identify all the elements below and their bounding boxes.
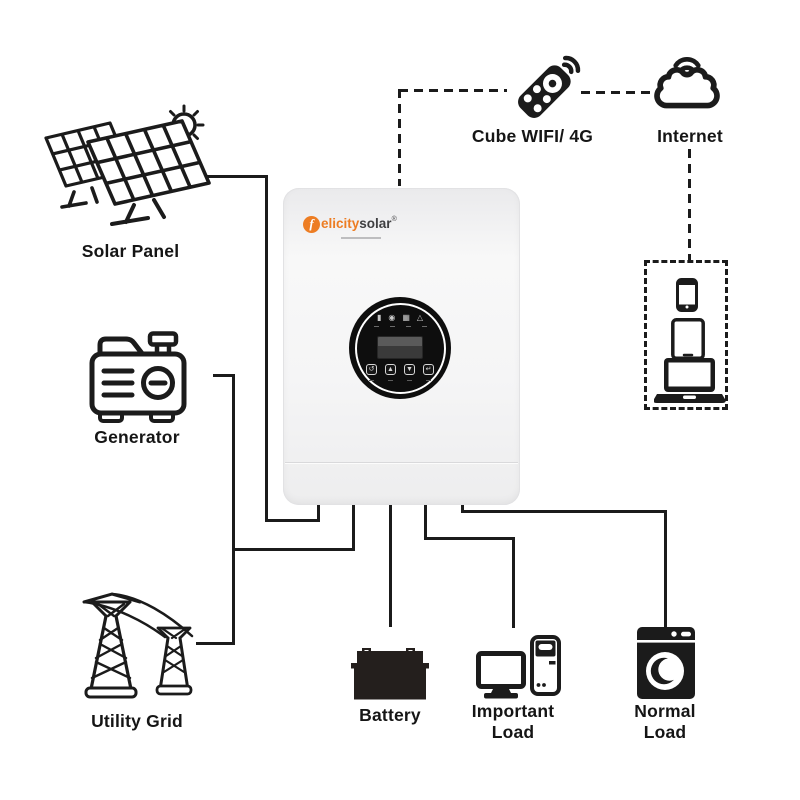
important-load-line1: Important <box>471 701 555 721</box>
connector-solar-h2 <box>265 519 320 522</box>
connector-battery-v <box>389 504 392 627</box>
cube-wifi-label: Cube WIFI/ 4G <box>471 126 594 146</box>
connector-generator-h <box>213 374 235 377</box>
battery-icon <box>351 648 429 700</box>
normal-load-line2: Load <box>643 722 687 742</box>
remote-wifi-icon <box>518 55 581 118</box>
generator-label: Generator <box>94 427 180 447</box>
tablet-icon <box>671 318 705 360</box>
connector-ac-h <box>232 548 355 551</box>
connector-normal-stub <box>461 504 464 513</box>
washing-machine-icon <box>637 627 695 699</box>
lcd-screen <box>377 336 423 359</box>
battery-indicator-icon: ▮ <box>376 313 382 322</box>
connector-important-stub <box>424 504 427 540</box>
status-indicator-icon: ◉ <box>388 313 396 322</box>
brand-second: solar <box>359 216 392 231</box>
normal-load-label: Normal Load <box>605 701 725 743</box>
dashed-wifi-down <box>398 89 401 186</box>
up-button: ▲ <box>385 364 396 375</box>
grid-indicator-icon: ▦ <box>402 313 410 322</box>
dashed-wifi-left <box>399 89 507 92</box>
solar-panel-label: Solar Panel <box>81 241 180 261</box>
connector-grid-h <box>196 642 235 645</box>
pc-tower-icon <box>530 635 561 696</box>
dashed-wifi-internet <box>581 91 652 94</box>
down-button: ▼ <box>404 364 415 375</box>
connector-solar-stub <box>317 504 320 522</box>
button-row: ↺ ▲ ▼ ↵ <box>350 364 450 375</box>
connector-important-v <box>512 537 515 628</box>
connector-normal-v <box>664 510 667 628</box>
inverter-seam <box>285 462 518 463</box>
brand-disc-icon: f <box>303 216 320 233</box>
normal-load-line1: Normal <box>634 701 696 721</box>
esc-button: ↺ <box>366 364 377 375</box>
control-panel: ▮ ◉ ▦ △ ↺ ▲ ▼ ↵ <box>350 298 450 398</box>
inverter-seam-highlight <box>285 463 518 464</box>
dashed-internet-down <box>688 149 691 261</box>
utility-grid-label: Utility Grid <box>91 711 183 731</box>
button-labels <box>350 380 450 381</box>
internet-label: Internet <box>657 126 723 146</box>
important-load-label: Important Load <box>453 701 573 743</box>
battery-label: Battery <box>359 705 421 725</box>
brand-first: elicity <box>321 216 360 231</box>
indicator-labels <box>350 326 450 327</box>
remote-devices-box <box>644 260 728 410</box>
generator-icon <box>89 331 187 423</box>
connector-ac-stub <box>352 504 355 551</box>
connector-solar-v <box>265 175 268 522</box>
indicator-row: ▮ ◉ ▦ △ <box>350 313 450 322</box>
enter-button: ↵ <box>423 364 434 375</box>
connector-important-h <box>424 537 515 540</box>
brand-reg: ® <box>391 216 397 223</box>
cloud-internet-icon <box>654 57 720 109</box>
panel-ring <box>354 302 446 394</box>
connector-normal-h <box>461 510 667 513</box>
fault-indicator-icon: △ <box>416 313 424 322</box>
utility-grid-icon <box>82 592 194 699</box>
important-load-line2: Load <box>491 722 535 742</box>
brand-tagline-bar <box>341 237 381 239</box>
connector-ac-v <box>232 374 235 645</box>
solar-panel-icon <box>36 100 228 232</box>
connector-solar-h <box>198 175 268 178</box>
phone-icon <box>676 278 698 312</box>
laptop-icon <box>654 358 726 403</box>
monitor-icon <box>476 651 526 699</box>
